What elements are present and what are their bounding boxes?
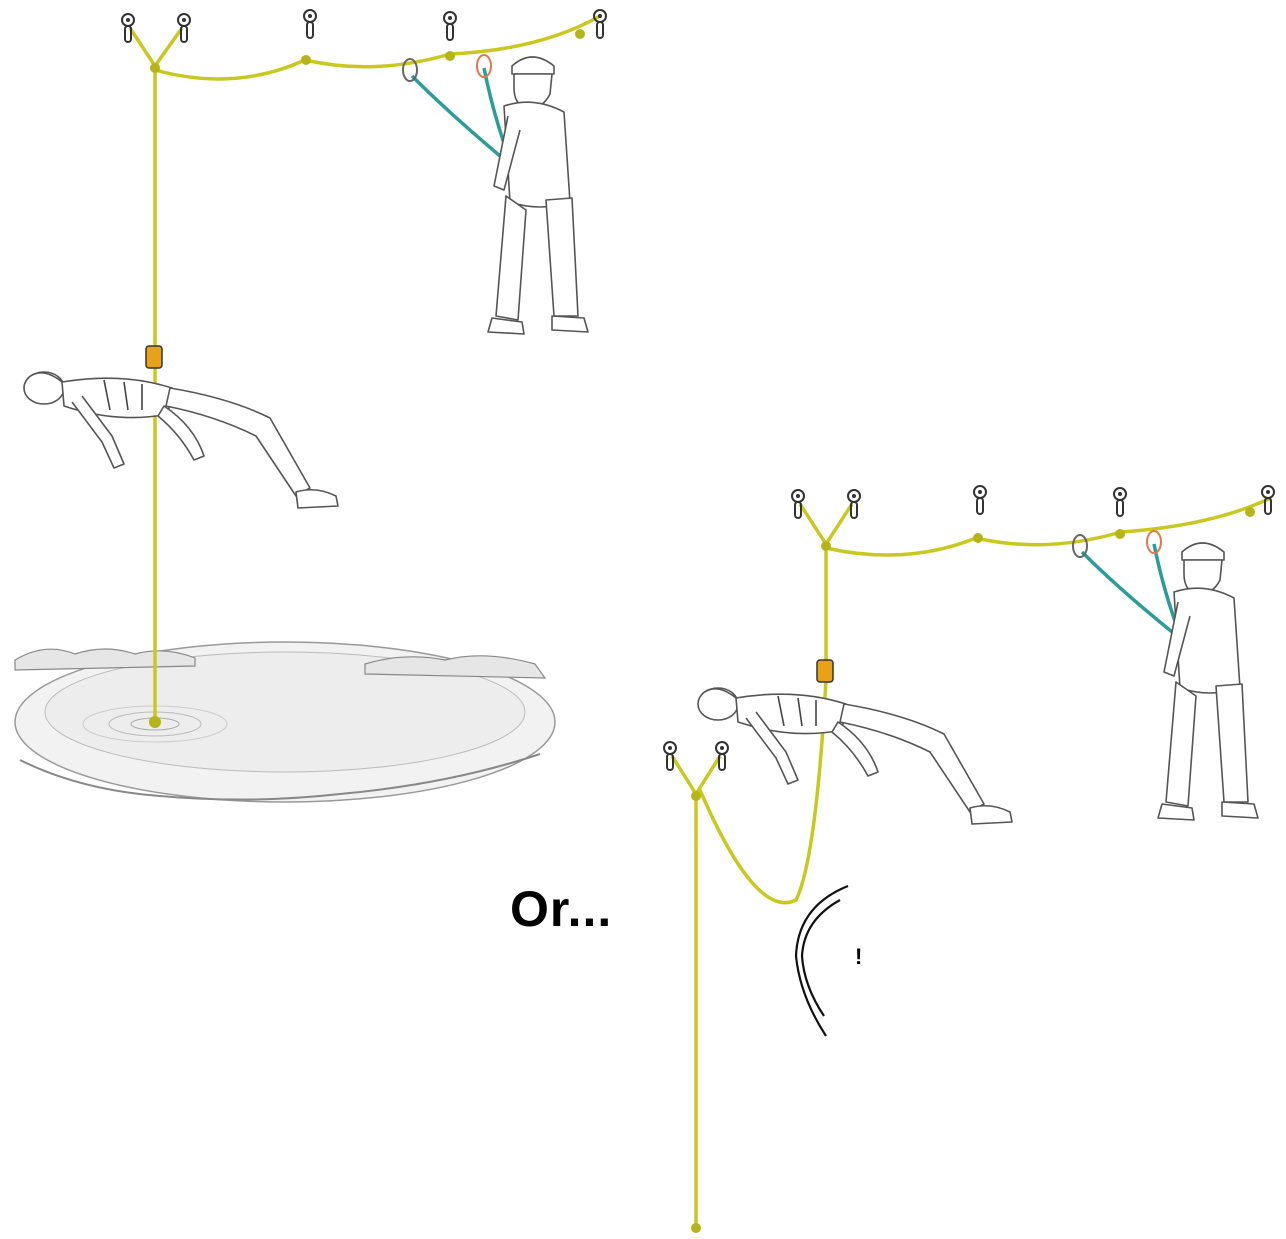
descender-icon xyxy=(146,346,162,368)
rescuer-figure xyxy=(488,57,588,334)
knot-icon xyxy=(691,1223,701,1233)
exclamation-mark: ! xyxy=(855,944,862,970)
knot-icon xyxy=(150,63,160,73)
knot-icon xyxy=(691,791,701,801)
anchor-y-left xyxy=(800,504,852,544)
knot-icon xyxy=(1115,529,1125,539)
knot-icon xyxy=(149,716,161,728)
anchor-bolt-icon xyxy=(848,490,860,518)
knot-icon xyxy=(973,533,983,543)
anchor-bolt-icon xyxy=(792,490,804,518)
anchor-bolt-icon xyxy=(664,742,676,770)
anchor-y-lower xyxy=(672,756,720,794)
descender-icon xyxy=(817,660,833,682)
anchor-bolt-icon xyxy=(304,10,316,38)
snap-icon xyxy=(796,886,848,1036)
knot-icon xyxy=(301,55,311,65)
water-pool xyxy=(15,642,555,802)
scene-right xyxy=(664,486,1274,1233)
anchor-y-left xyxy=(130,28,182,66)
knot-icon xyxy=(445,51,455,61)
anchor-bolt-icon xyxy=(1114,488,1126,516)
victim-figure xyxy=(698,688,1012,824)
knot-icon xyxy=(575,29,585,39)
knot-icon xyxy=(1245,507,1255,517)
anchor-bolt-icon xyxy=(444,12,456,40)
victim-figure xyxy=(24,372,338,508)
scene-left xyxy=(15,10,606,802)
or-caption: Or... xyxy=(510,880,612,938)
anchor-bolt-icon xyxy=(594,10,606,38)
anchor-bolt-icon xyxy=(974,486,986,514)
rescuer-figure xyxy=(1158,543,1258,820)
anchor-bolt-icon xyxy=(122,14,134,42)
anchor-bolt-icon xyxy=(716,742,728,770)
carabiner-icon xyxy=(1073,535,1087,557)
knot-icon xyxy=(821,541,831,551)
anchor-bolt-icon xyxy=(178,14,190,42)
